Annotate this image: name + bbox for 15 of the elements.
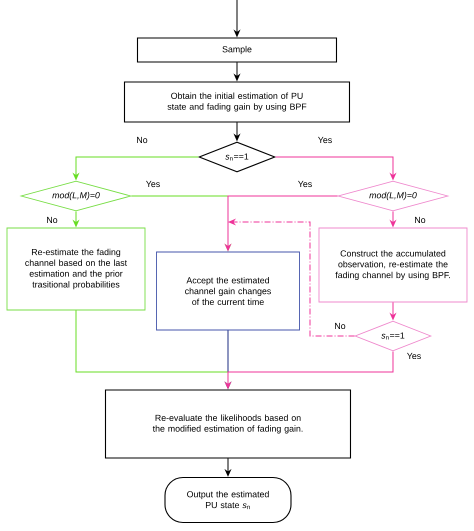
edge-label: No bbox=[333, 322, 347, 330]
process-box: Accept the estimated channel gain changes of the current time bbox=[156, 252, 300, 330]
edge-label: No bbox=[45, 216, 59, 224]
process-box: Re-evaluate the likelihoods based on the modified estimation of fading gain. bbox=[104, 389, 352, 459]
process-box: Construct the accumulated observation, re-estimate the fading channel by using BPF. bbox=[318, 228, 468, 302]
edge-label: Yes bbox=[316, 136, 334, 144]
process-box: Sample bbox=[136, 37, 338, 63]
edge-label: Yes bbox=[144, 180, 162, 188]
process-box: Obtain the initial estimation of PU state and fading gain by using BPF bbox=[124, 81, 350, 123]
process-box: Re-estimate the fading channel based on the last estimation and the prior trasitional probabilities bbox=[6, 228, 146, 310]
terminal-box: Output the estimated PU state s$_{n}$ bbox=[164, 476, 292, 524]
edge-label: No bbox=[135, 136, 149, 144]
edge-label: Yes bbox=[406, 352, 422, 360]
edge-label: No bbox=[413, 216, 427, 224]
edge-label: Yes bbox=[296, 180, 314, 188]
